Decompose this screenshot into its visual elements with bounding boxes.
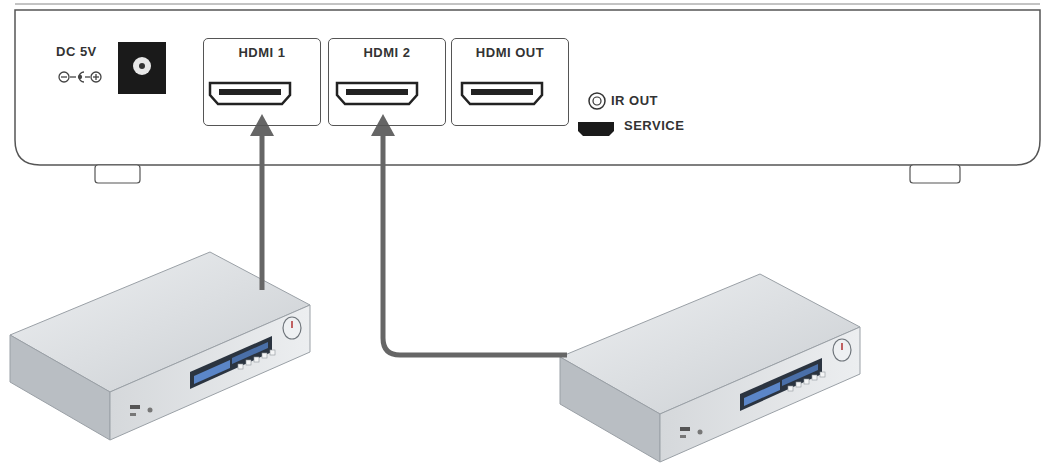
port-label: HDMI OUT (452, 45, 568, 60)
hdmi-connector (210, 83, 542, 104)
port-box: HDMI OUT (451, 38, 569, 126)
usb-port (578, 122, 614, 136)
port-label: IR OUT (611, 93, 658, 108)
switch-housing (15, 10, 1040, 165)
foot (95, 165, 140, 183)
foot (910, 165, 960, 183)
port-box: HDMI 1 (203, 38, 321, 126)
port-label: HDMI 1 (204, 45, 320, 60)
port-box: HDMI 2 (328, 38, 446, 126)
source-device (560, 274, 860, 462)
port-label: DC 5V (56, 44, 97, 59)
port-label: SERVICE (624, 118, 684, 133)
dc-jack (118, 42, 166, 94)
hdmi-cable (262, 132, 567, 355)
polarity-symbol (59, 72, 101, 82)
port-label: HDMI 2 (329, 45, 445, 60)
ir-jack (589, 93, 605, 109)
source-device (10, 252, 310, 440)
